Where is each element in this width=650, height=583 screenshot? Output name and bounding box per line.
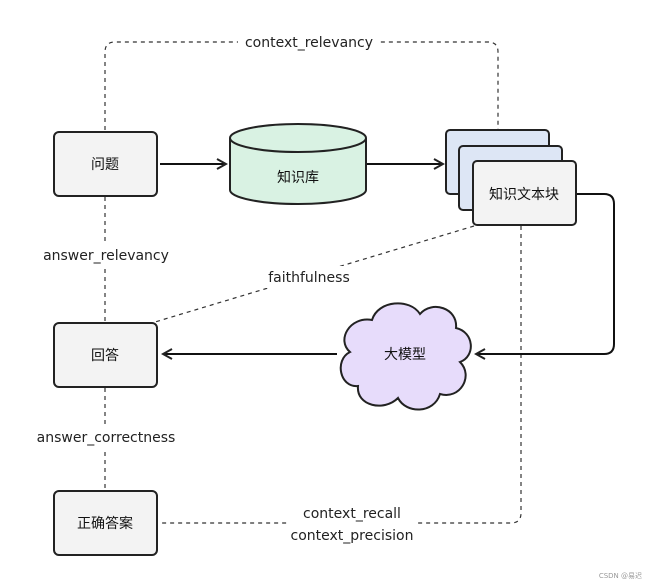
ground-truth-node: 正确答案 — [53, 490, 158, 556]
question-node: 问题 — [53, 131, 158, 197]
ground-truth-label: 正确答案 — [77, 515, 133, 532]
answer-node: 回答 — [53, 322, 158, 388]
knowledge-chunks-node: 知识文本块 — [445, 129, 577, 226]
context-recall-label: context_recall — [303, 506, 401, 522]
faithfulness-label: faithfulness — [268, 270, 350, 286]
answer-relevancy-label: answer_relevancy — [43, 248, 169, 264]
context-relevancy-label: context_relevancy — [245, 35, 373, 51]
llm-label: 大模型 — [384, 347, 426, 363]
knowledge-chunks-label: 知识文本块 — [489, 186, 559, 203]
context-relevancy-connector — [104, 41, 499, 130]
answer-correctness-label: answer_correctness — [37, 430, 176, 446]
knowledge-base-node: 知识库 — [229, 123, 367, 205]
answer-label: 回答 — [91, 347, 119, 364]
cloud-shape — [339, 302, 472, 411]
arrow-chunks-to-llm — [476, 193, 615, 354]
chunk-card-front — [472, 160, 577, 226]
knowledge-base-label: 知识库 — [277, 169, 319, 186]
context-precision-label: context_precision — [291, 528, 414, 544]
watermark: CSDN @易迟 — [599, 572, 642, 580]
question-label: 问题 — [91, 157, 119, 173]
llm-node: 大模型 — [339, 302, 472, 411]
